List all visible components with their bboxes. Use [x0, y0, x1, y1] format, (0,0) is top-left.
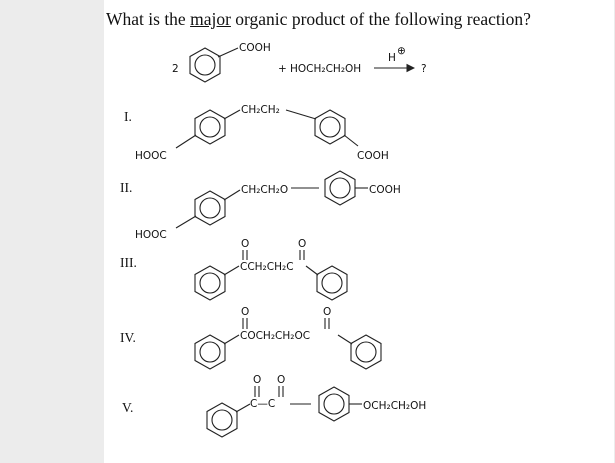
- benzene-ring-icon: [318, 386, 350, 422]
- question-text: What is the major organic product of the…: [106, 9, 611, 30]
- right-group-label: COOH: [357, 150, 389, 162]
- bond-line: [285, 109, 317, 120]
- carbonyl-oxygen-label: O: [298, 238, 306, 250]
- bond-line: [337, 334, 353, 345]
- unknown-product-label: ?: [421, 63, 427, 75]
- bond-line: [343, 134, 359, 147]
- option-5[interactable]: V. C—C O O OCH₂CH₂OH: [122, 374, 426, 438]
- carbonyl-oxygen-label: O: [253, 374, 261, 386]
- option-numeral: III.: [120, 255, 137, 270]
- bridge-label: C—C: [250, 398, 275, 410]
- benzene-ring-icon: [189, 47, 221, 83]
- bond-line: [235, 403, 251, 413]
- left-group-label: HOOC: [135, 150, 167, 162]
- option-3[interactable]: III. CCH₂CH₂C O O: [120, 238, 348, 301]
- bridge-label: CH₂CH₂: [241, 104, 280, 116]
- benzene-ring-icon: [194, 334, 226, 370]
- option-numeral: V.: [122, 400, 133, 415]
- benzene-ring-icon: [316, 265, 348, 301]
- bond-line: [175, 134, 197, 149]
- left-group-label: HOOC: [135, 229, 167, 241]
- question-card: What is the major organic product of the…: [104, 0, 614, 463]
- question-lead: What is the: [106, 9, 191, 29]
- bond-line: [217, 47, 239, 58]
- right-group-label: OCH₂CH₂OH: [363, 400, 426, 412]
- benzene-ring-icon: [194, 265, 226, 301]
- option-1[interactable]: I. CH₂CH₂ HOOC COOH: [124, 104, 389, 162]
- stoichiometric-coefficient: 2: [172, 63, 179, 75]
- option-numeral: II.: [120, 180, 132, 195]
- ethylene-glycol-label: HOCH₂CH₂OH: [290, 63, 361, 75]
- benzene-ring-icon: [194, 190, 226, 226]
- catalyst-charge-icon: ⊕: [397, 45, 406, 57]
- benzene-ring-icon: [324, 170, 356, 206]
- catalyst-label: H: [388, 52, 396, 64]
- carbonyl-oxygen-label: O: [241, 306, 249, 318]
- benzene-ring-icon: [194, 109, 226, 145]
- bridge-label: CCH₂CH₂C: [240, 261, 294, 273]
- carbonyl-oxygen-label: O: [241, 238, 249, 250]
- option-numeral: IV.: [120, 330, 136, 345]
- option-numeral: I.: [124, 109, 132, 124]
- bond-line: [223, 109, 241, 120]
- bond-line: [175, 215, 197, 229]
- reaction-equation: 2 COOH + HOCH₂CH₂OH H ⊕ ?: [172, 42, 427, 83]
- question-emphasis: major: [190, 9, 231, 29]
- benzene-ring-icon: [314, 109, 346, 145]
- question-tail: organic product of the following reactio…: [230, 9, 531, 29]
- option-2[interactable]: II. CH₂CH₂O COOH HOOC: [120, 170, 401, 241]
- carbonyl-oxygen-label: O: [323, 306, 331, 318]
- plus-sign: +: [278, 63, 287, 75]
- benzene-ring-icon: [350, 334, 382, 370]
- bond-line: [223, 189, 241, 201]
- bond-line: [305, 265, 319, 276]
- bridge-label: COCH₂CH₂OC: [240, 330, 310, 342]
- benzene-ring-icon: [206, 402, 238, 438]
- bond-line: [223, 265, 240, 276]
- carbonyl-oxygen-label: O: [277, 374, 285, 386]
- carboxyl-group-label: COOH: [239, 42, 271, 54]
- bond-line: [223, 334, 240, 345]
- option-4[interactable]: IV. COCH₂CH₂OC O O: [120, 306, 382, 370]
- right-group-label: COOH: [369, 184, 401, 196]
- bridge-label: CH₂CH₂O: [241, 184, 288, 196]
